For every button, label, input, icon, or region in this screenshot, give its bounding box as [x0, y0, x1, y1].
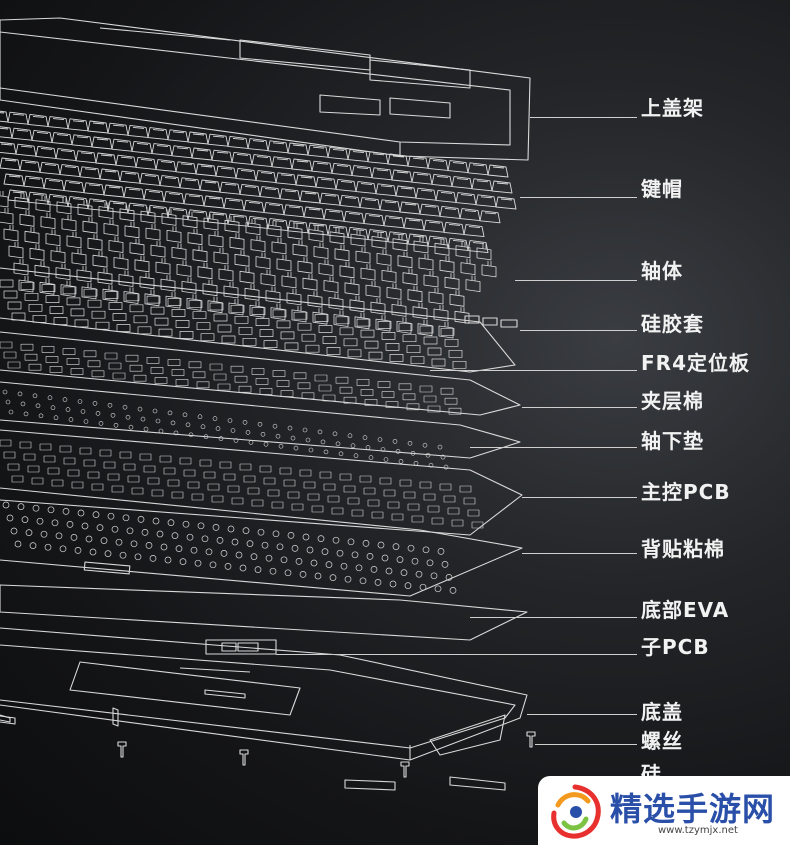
- label-switches: 轴体: [641, 259, 683, 283]
- switches-layer: [0, 191, 497, 339]
- label-silicone-pad: 硅胶套: [641, 312, 704, 336]
- label-keycaps: 键帽: [641, 177, 683, 201]
- silicone-pad-layer: [464, 315, 518, 328]
- pcb-foam-layer: [0, 487, 523, 597]
- leader-screws: [535, 744, 637, 745]
- switch-pad-layer: [0, 381, 521, 470]
- feet-layer: [0, 715, 506, 791]
- leader-keycaps: [520, 197, 637, 198]
- label-fr4-plate: FR4定位板: [641, 351, 750, 375]
- leader-pcb-foam: [522, 553, 637, 554]
- top-case-layer: [0, 17, 531, 161]
- sandwich-foam-layer: [0, 331, 521, 416]
- leader-fr4-plate: [430, 370, 637, 371]
- leader-silicone-pad: [520, 330, 637, 331]
- watermark-title: 精选手游网: [610, 790, 776, 828]
- leader-switches: [515, 280, 637, 281]
- fr4-plate-layer: [0, 267, 516, 373]
- leader-daughter-pcb: [276, 654, 637, 655]
- label-main-pcb: 主控PCB: [641, 480, 731, 504]
- label-bottom-eva: 底部EVA: [641, 598, 730, 622]
- leader-switch-pad: [470, 447, 637, 448]
- leader-main-pcb: [522, 497, 637, 498]
- keycaps-layer: [0, 110, 517, 254]
- label-top-case: 上盖架: [641, 96, 704, 120]
- bottom-eva-layer: [0, 584, 528, 641]
- label-switch-pad: 轴下垫: [641, 429, 704, 453]
- label-bottom-case: 底盖: [641, 700, 683, 724]
- label-sandwich-foam: 夹层棉: [641, 389, 704, 413]
- main-pcb-layer: [0, 429, 523, 536]
- leader-sandwich-foam: [522, 407, 637, 408]
- watermark-url: www.tzymjx.net: [658, 825, 738, 836]
- label-screws: 螺丝: [641, 729, 683, 753]
- screws-layer: [117, 731, 536, 778]
- leader-bottom-case: [527, 714, 637, 715]
- label-pcb-foam: 背贴粘棉: [641, 537, 725, 561]
- leader-top-case: [530, 117, 637, 118]
- watermark-badge: 精选手游网 www.tzymjx.net: [538, 776, 790, 845]
- bottom-case-layer: [0, 627, 528, 761]
- leader-bottom-eva: [470, 617, 637, 618]
- label-daughter-pcb: 子PCB: [641, 635, 710, 659]
- watermark-logo-icon: [551, 784, 601, 839]
